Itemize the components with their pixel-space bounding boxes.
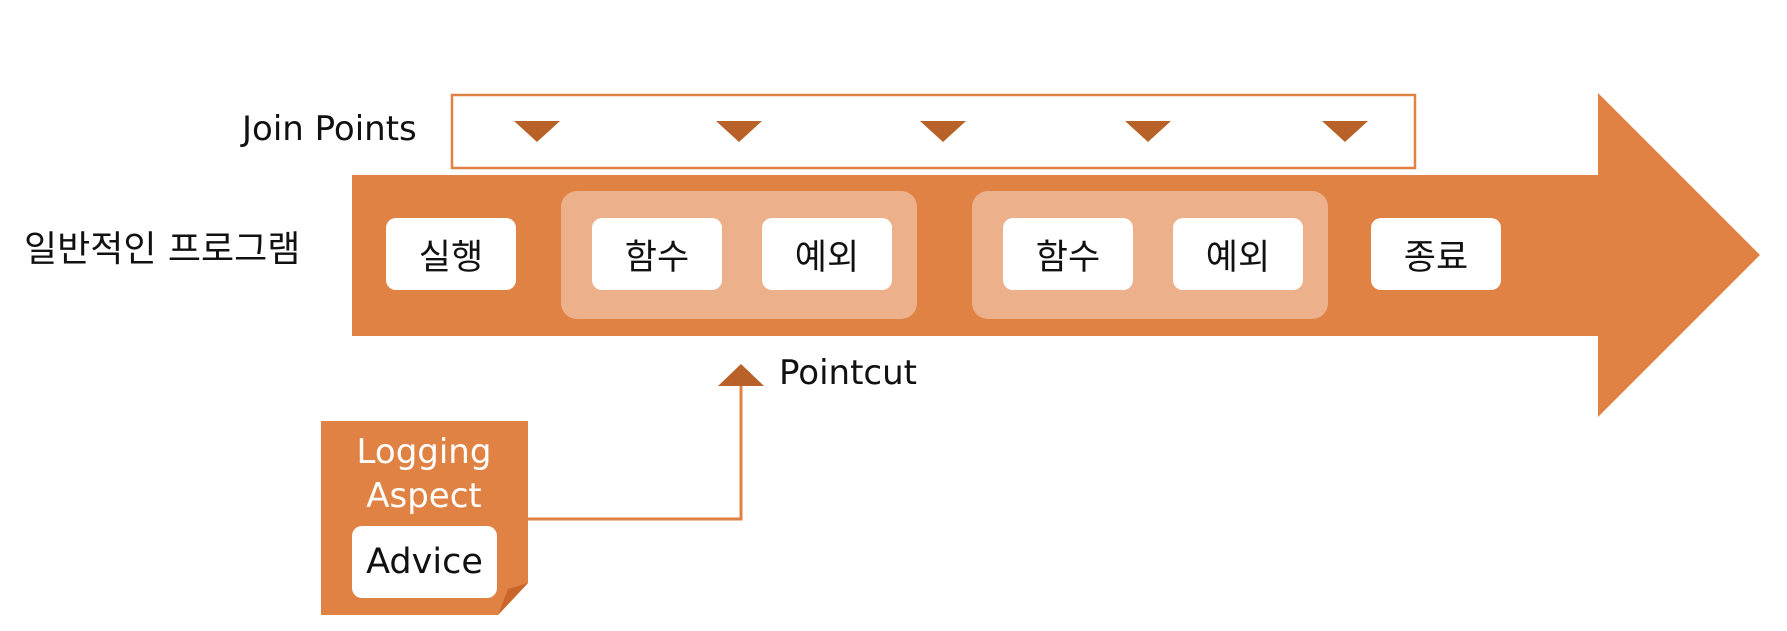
join-points-label: Join Points (242, 109, 417, 149)
aspect-title-line2: Aspect (366, 476, 482, 516)
join-point-marker (1125, 121, 1171, 142)
aspect-title-line1: Logging (356, 432, 492, 472)
exception-box: 예외 (762, 218, 892, 290)
join-point-marker (716, 121, 762, 142)
join-point-marker (920, 121, 966, 142)
pointcut-connector (528, 382, 743, 521)
note-fold (498, 583, 528, 615)
pointcut-label: Pointcut (779, 353, 917, 393)
join-point-marker (1322, 121, 1368, 142)
program-label: 일반적인 프로그램 (24, 229, 301, 270)
end-box: 종료 (1371, 218, 1501, 290)
start-box: 실행 (386, 218, 516, 290)
pointcut-arrowhead (718, 364, 764, 386)
advice-box: Advice (352, 526, 497, 598)
exception-box: 예외 (1173, 218, 1303, 290)
aspect-title: Logging Aspect (320, 430, 528, 518)
function-box: 함수 (1003, 218, 1133, 290)
join-point-marker (514, 121, 560, 142)
function-box: 함수 (592, 218, 722, 290)
join-points-frame (450, 93, 1417, 170)
